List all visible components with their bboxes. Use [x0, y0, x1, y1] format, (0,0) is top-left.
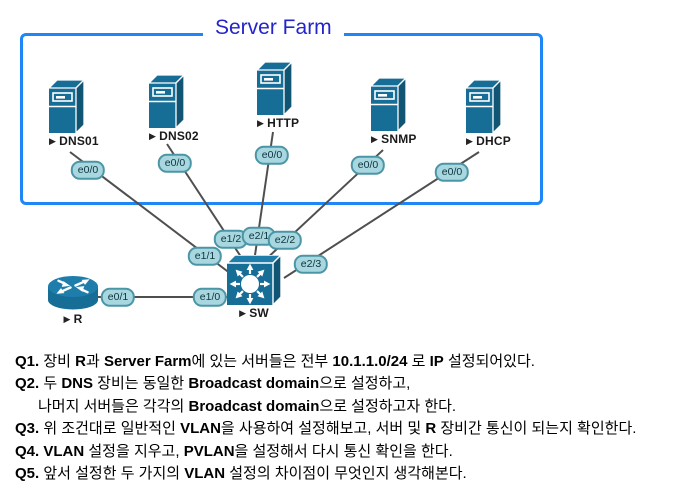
node-label-dns02: ▶DNS02: [149, 129, 199, 143]
interface-label-snmp-e00: e0/0: [350, 155, 386, 175]
node-label-dhcp: ▶DHCP: [466, 134, 511, 148]
interface-label-sw-e22: e2/2: [267, 230, 303, 250]
server-tower-icon: [369, 76, 417, 133]
node-dns02[interactable]: ▶DNS02: [147, 73, 199, 143]
node-dns01[interactable]: ▶DNS01: [47, 78, 99, 148]
label-marker-icon: ▶: [371, 134, 379, 144]
questions: Q1. 장비 R과 Server Farm에 있는 서버들은 전부 10.1.1…: [15, 351, 636, 485]
server-tower-icon: [464, 78, 511, 135]
question-line: Q3. 위 조건대로 일반적인 VLAN을 사용하여 설정해보고, 서버 및 R…: [15, 420, 637, 438]
interface-label-dns02-e00: e0/0: [157, 153, 193, 173]
node-dhcp[interactable]: ▶DHCP: [464, 78, 511, 148]
switch-icon: [225, 253, 283, 307]
server-tower-icon: [47, 78, 99, 135]
interface-label-http-e00: e0/0: [254, 145, 290, 165]
router-icon: [47, 275, 99, 311]
label-marker-icon: ▶: [149, 131, 157, 141]
question-line: 나머지 서버들은 각각의 Broadcast domain으로 설정하고자 한다…: [38, 397, 457, 415]
node-label-snmp: ▶SNMP: [371, 132, 417, 146]
node-label-r: ▶R: [63, 312, 83, 326]
node-sw[interactable]: ▶SW: [225, 253, 283, 320]
server-tower-icon: [255, 60, 299, 117]
label-marker-icon: ▶: [466, 136, 474, 146]
question-line: Q1. 장비 R과 Server Farm에 있는 서버들은 전부 10.1.1…: [15, 353, 535, 370]
node-r[interactable]: ▶R: [47, 275, 99, 326]
interface-label-dns01-e00: e0/0: [70, 160, 106, 180]
label-marker-icon: ▶: [49, 136, 57, 146]
interface-label-sw-e10: e1/0: [192, 287, 228, 307]
question-line: Q2. 두 DNS 장비는 동일한 Broadcast domain으로 설정하…: [15, 375, 411, 393]
node-label-sw: ▶SW: [239, 306, 269, 320]
question-line: Q4. VLAN 설정을 지우고, PVLAN을 설정해서 다시 통신 확인을 …: [15, 442, 453, 460]
node-snmp[interactable]: ▶SNMP: [369, 76, 417, 146]
interface-label-sw-e23: e2/3: [293, 254, 329, 274]
server-tower-icon: [147, 73, 199, 130]
node-label-dns01: ▶DNS01: [49, 134, 99, 148]
node-label-http: ▶HTTP: [257, 116, 300, 130]
node-http[interactable]: ▶HTTP: [255, 60, 300, 130]
label-marker-icon: ▶: [257, 118, 265, 128]
server-farm-title: Server Farm: [203, 15, 344, 40]
label-marker-icon: ▶: [63, 314, 71, 324]
interface-label-sw-e11: e1/1: [187, 246, 223, 266]
question-line: Q5. 앞서 설정한 두 가지의 VLAN 설정의 차이점이 무엇인지 생각해본…: [15, 465, 467, 483]
interface-label-dhcp-e00: e0/0: [434, 162, 470, 182]
label-marker-icon: ▶: [239, 308, 247, 318]
interface-label-r-e01: e0/1: [100, 287, 136, 307]
